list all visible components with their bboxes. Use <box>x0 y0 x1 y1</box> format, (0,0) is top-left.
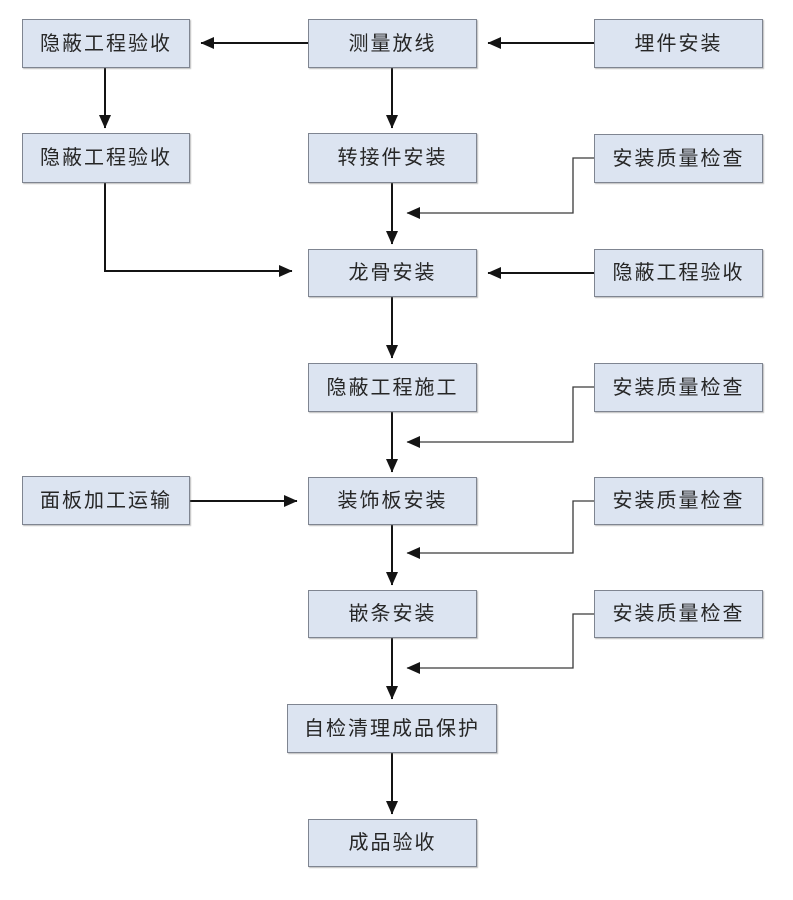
node-quality-check-1: 安装质量检查 <box>594 134 763 183</box>
node-embed-install: 埋件安装 <box>594 19 763 68</box>
node-trim-install: 嵌条安装 <box>308 590 477 638</box>
node-panel-install: 装饰板安装 <box>308 477 477 525</box>
node-quality-check-4: 安装质量检查 <box>594 590 763 638</box>
node-label: 隐蔽工程施工 <box>326 376 459 399</box>
node-adapter-install: 转接件安装 <box>308 133 477 183</box>
node-label: 自检清理成品保护 <box>304 717 480 740</box>
node-label: 隐蔽工程验收 <box>40 147 172 169</box>
node-label: 嵌条安装 <box>348 603 437 625</box>
node-label: 面板加工运输 <box>40 489 172 512</box>
node-hidden-acceptance-left: 隐蔽工程验收 <box>22 133 190 183</box>
node-label: 装饰板安装 <box>337 490 448 512</box>
node-label: 转接件安装 <box>337 147 448 169</box>
node-label: 安装质量检查 <box>612 603 745 625</box>
node-hidden-acceptance-top: 隐蔽工程验收 <box>22 19 190 68</box>
node-hidden-construction: 隐蔽工程施工 <box>308 363 477 412</box>
node-label: 安装质量检查 <box>612 147 745 170</box>
node-label: 安装质量检查 <box>612 490 745 512</box>
node-label: 隐蔽工程验收 <box>612 262 745 284</box>
node-self-check-protection: 自检清理成品保护 <box>287 704 497 753</box>
node-quality-check-3: 安装质量检查 <box>594 477 763 525</box>
arrow-hidden-left-to-keel <box>104 183 293 277</box>
node-survey-layout: 测量放线 <box>308 19 477 68</box>
node-keel-install: 龙骨安装 <box>308 249 477 297</box>
node-label: 龙骨安装 <box>348 262 437 284</box>
node-label: 埋件安装 <box>634 32 723 55</box>
node-panel-transport: 面板加工运输 <box>22 476 190 525</box>
node-label: 安装质量检查 <box>612 376 745 399</box>
node-label: 测量放线 <box>348 32 437 55</box>
node-label: 成品验收 <box>348 832 437 854</box>
node-final-acceptance: 成品验收 <box>308 819 477 867</box>
node-quality-check-2: 安装质量检查 <box>594 363 763 412</box>
node-hidden-acceptance-right: 隐蔽工程验收 <box>594 249 763 297</box>
node-label: 隐蔽工程验收 <box>40 32 172 55</box>
